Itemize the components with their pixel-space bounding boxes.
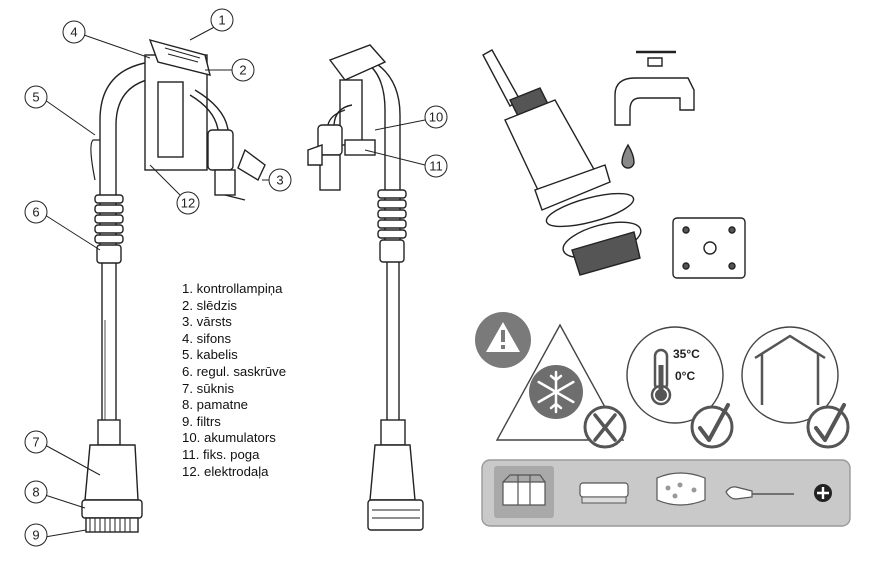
legend-item: 12. elektrodaļa xyxy=(182,463,269,479)
svg-text:6: 6 xyxy=(32,205,39,220)
svg-text:1: 1 xyxy=(218,13,225,28)
legend-item: 6. regul. saskrūve xyxy=(182,363,287,379)
cleaning-tray-icon xyxy=(494,466,554,518)
svg-text:12: 12 xyxy=(181,196,195,211)
callout-1 xyxy=(189,8,234,41)
temp-min-label: 0°C xyxy=(675,369,695,383)
sponge-icon xyxy=(656,472,706,506)
legend-item: 10. akumulators xyxy=(182,430,276,446)
grip-ribs-back xyxy=(377,189,407,263)
grip-ribs xyxy=(94,194,124,264)
legend-item: 7. sūknis xyxy=(182,380,235,396)
filter-disassembly xyxy=(482,49,642,276)
brush-icon xyxy=(579,482,629,504)
indoor-ok xyxy=(741,326,850,449)
callout-10 xyxy=(374,105,448,131)
svg-text:9: 9 xyxy=(32,528,39,543)
frost-warning xyxy=(495,323,627,449)
svg-text:11: 11 xyxy=(429,159,443,174)
callout-7 xyxy=(24,430,101,476)
house-icon xyxy=(754,334,826,405)
legend-item: 4. sifons xyxy=(182,330,232,346)
legend-item: 1. kontrollampiņa xyxy=(182,281,283,296)
legend-item: 9. filtrs xyxy=(182,413,221,429)
callout-8 xyxy=(24,480,86,509)
svg-text:3: 3 xyxy=(276,173,283,188)
legend-item: 8. pamatne xyxy=(182,397,248,413)
warning-triangle-icon xyxy=(475,312,531,368)
pump-front-view xyxy=(81,38,266,533)
faucet-icon xyxy=(614,50,695,169)
callout-9 xyxy=(24,523,87,547)
legend-item: 2. slēdzis xyxy=(182,297,237,313)
callout-numbers: 1 2 3 4 5 6 7 8 9 10 11 12 xyxy=(32,13,443,543)
legend-item: 3. vārsts xyxy=(182,314,232,330)
parts-legend: 1. kontrollampiņa 2. slēdzis 3. vārsts 4… xyxy=(182,281,286,480)
svg-text:7: 7 xyxy=(32,435,39,450)
callout-6 xyxy=(24,200,101,251)
svg-text:10: 10 xyxy=(429,110,443,125)
callout-4 xyxy=(62,20,151,59)
svg-text:5: 5 xyxy=(32,90,39,105)
plus-icon xyxy=(814,484,832,502)
x-circle-icon xyxy=(583,405,627,449)
legend-item: 5. kabelis xyxy=(182,347,238,363)
tools-panel xyxy=(481,459,851,527)
check-circle-icon xyxy=(806,403,850,449)
filter-bottom-view xyxy=(672,217,746,279)
thermometer-icon xyxy=(650,348,672,406)
snowflake-icon xyxy=(529,365,583,419)
check-circle-icon xyxy=(690,403,734,449)
svg-text:4: 4 xyxy=(70,25,77,40)
legend-item: 11. fiks. poga xyxy=(182,446,260,462)
callout-2 xyxy=(205,58,255,82)
callout-12 xyxy=(149,164,200,215)
svg-text:8: 8 xyxy=(32,485,39,500)
svg-text:2: 2 xyxy=(239,63,246,78)
callout-3 xyxy=(262,168,292,192)
temperature-ok: 35°C 0°C xyxy=(626,326,734,449)
callout-11 xyxy=(364,149,448,178)
temp-max-label: 35°C xyxy=(673,347,700,361)
callout-5 xyxy=(24,85,96,136)
screwdriver-icon xyxy=(725,486,794,500)
pump-back-view xyxy=(307,44,424,531)
callouts xyxy=(24,8,448,547)
